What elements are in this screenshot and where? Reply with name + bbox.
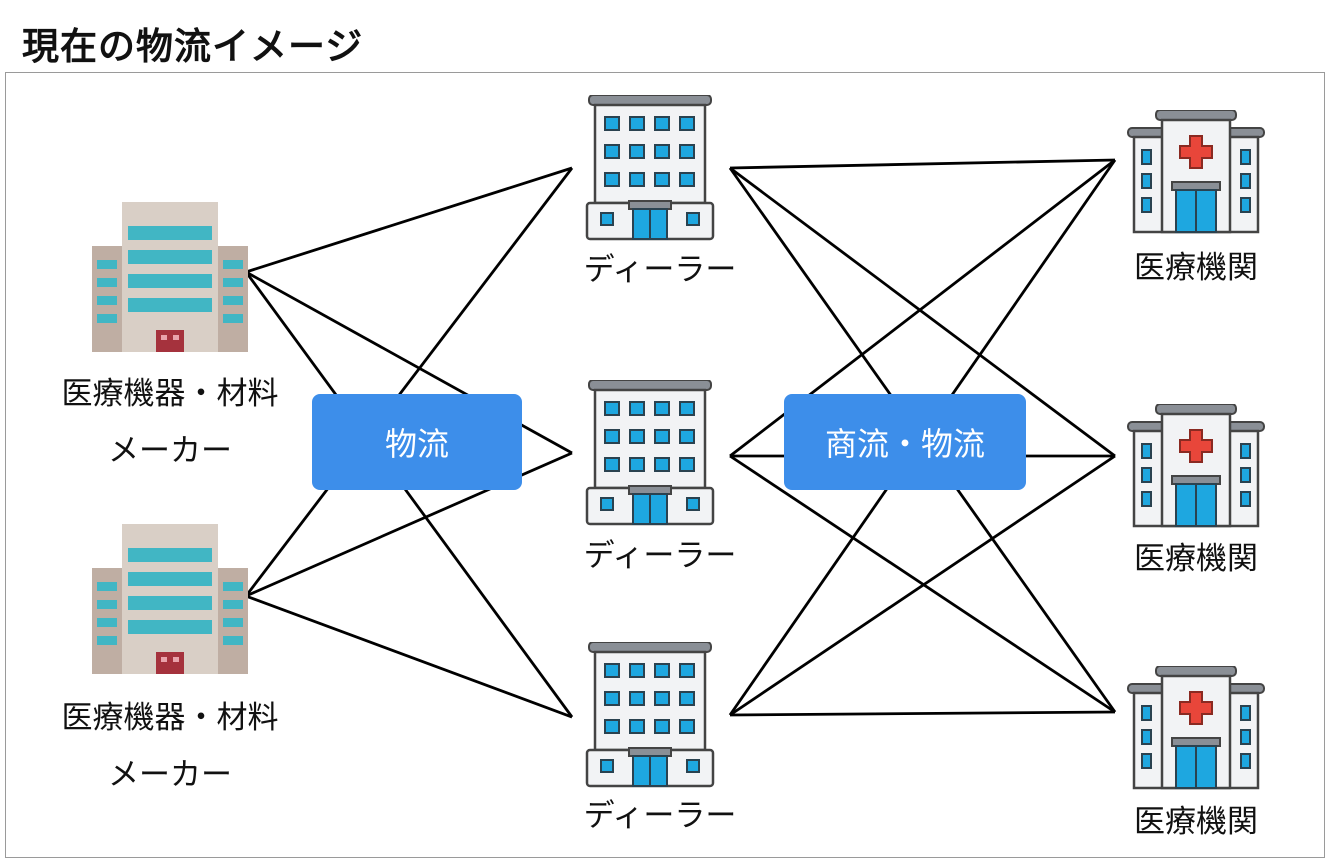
page-title: 現在の物流イメージ [22, 25, 364, 68]
dealer-label: ディーラー [583, 252, 737, 288]
connector-maker2-dealer1 [244, 167, 574, 597]
office-building-icon [585, 642, 715, 788]
maker-label: 医療機器・材料 メーカー [20, 368, 320, 470]
connector-maker1-dealer3 [244, 271, 574, 718]
maker-label-line1: 医療機器・材料 [61, 700, 279, 736]
hospital-icon [1127, 110, 1265, 234]
connector-dealer1-hospital1 [729, 158, 1116, 170]
connector-dealer3-hospital3 [729, 710, 1116, 717]
connector-maker2-dealer3 [245, 594, 573, 719]
maker-label-line2: メーカー [108, 433, 232, 469]
commerce-logistics-tag: 商流・物流 [784, 394, 1026, 490]
hospital-label: 医療機関 [1134, 250, 1258, 286]
factory-icon [92, 202, 248, 352]
hospital-label: 医療機関 [1134, 541, 1258, 577]
dealer-label: ディーラー [583, 798, 737, 834]
diagram-frame [5, 72, 1325, 858]
connector-maker1-dealer1 [245, 166, 573, 274]
hospital-icon [1127, 404, 1265, 528]
factory-icon [92, 524, 248, 674]
hospital-icon [1127, 666, 1265, 790]
connector-dealer1-hospital2 [729, 166, 1116, 458]
maker-label-line2: メーカー [108, 757, 232, 793]
maker-label: 医療機器・材料 メーカー [20, 692, 320, 794]
dealer-label: ディーラー [583, 538, 737, 574]
office-building-icon [585, 95, 715, 241]
logistics-tag: 物流 [312, 394, 522, 490]
office-building-icon [585, 380, 715, 526]
connector-dealer3-hospital2 [729, 454, 1116, 717]
hospital-label: 医療機関 [1134, 804, 1258, 840]
maker-label-line1: 医療機器・材料 [61, 376, 279, 412]
